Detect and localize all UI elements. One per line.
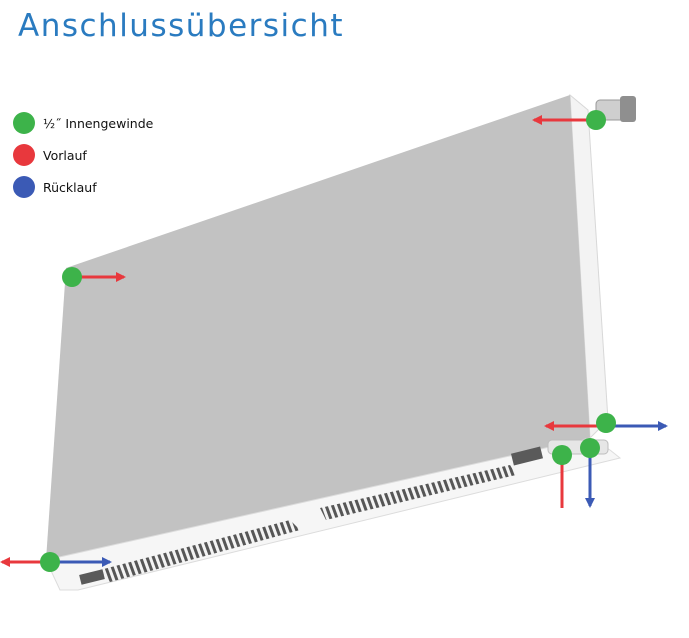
legend-item-return: Rücklauf xyxy=(13,176,153,198)
legend: ½˝ Innengewinde Vorlauf Rücklauf xyxy=(13,112,153,208)
valve-cap xyxy=(620,96,636,122)
radiator-grille-mid xyxy=(320,465,516,520)
green-dot-icon xyxy=(13,112,35,134)
radiator-slot-left xyxy=(79,569,105,585)
thread-dot-bottom-supply xyxy=(552,445,572,465)
legend-label-return: Rücklauf xyxy=(43,179,97,195)
radiator-grille-left xyxy=(100,520,300,582)
legend-label-thread: ½˝ Innengewinde xyxy=(43,115,154,131)
thread-dot-bottom-return xyxy=(580,438,600,458)
radiator-front-panel xyxy=(46,95,590,560)
red-dot-icon xyxy=(13,144,35,166)
radiator-slot-right xyxy=(510,446,544,466)
legend-item-supply: Vorlauf xyxy=(13,144,153,166)
thread-dot-side-right xyxy=(596,413,616,433)
legend-item-thread: ½˝ Innengewinde xyxy=(13,112,153,134)
blue-dot-icon xyxy=(13,176,35,198)
thread-dot-top-left xyxy=(62,267,82,287)
thread-dot-bottom-left xyxy=(40,552,60,572)
page-title: Anschlussübersicht xyxy=(18,8,345,44)
legend-label-supply: Vorlauf xyxy=(43,147,87,163)
thread-dot-top-right xyxy=(586,110,606,130)
